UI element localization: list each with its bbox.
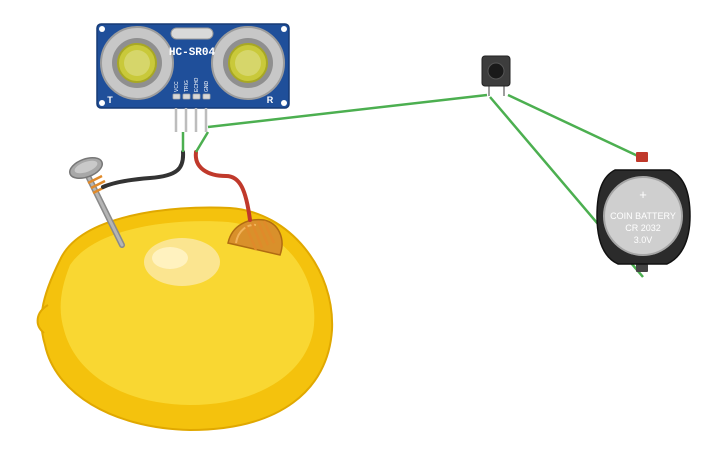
- pin-pad-trig[interactable]: [182, 93, 191, 100]
- pin-label-echo: ECHO: [194, 77, 200, 92]
- transducer-left: [100, 26, 174, 100]
- hc-sr04-sensor[interactable]: HC-SR04 T R VCC TRIG ECHO GND: [96, 23, 290, 132]
- pin-pad-vcc[interactable]: [172, 93, 181, 100]
- sensor-corner-right-label: R: [267, 95, 274, 105]
- green-wire-to-button[interactable]: [207, 93, 488, 129]
- pin-pad-gnd[interactable]: [202, 93, 211, 100]
- battery-label-line3: 3.0V: [634, 235, 653, 245]
- pin-label-gnd: GND: [204, 81, 210, 93]
- sensor-model-label: HC-SR04: [169, 47, 216, 59]
- coin-battery[interactable]: + COIN BATTERY CR 2032 3.0V: [596, 152, 691, 272]
- battery-plus-symbol: +: [639, 187, 647, 202]
- pin-label-trig: TRIG: [184, 80, 190, 92]
- green-wire-gnd[interactable]: [194, 131, 210, 153]
- lemon[interactable]: [36, 206, 334, 432]
- red-wire[interactable]: [193, 150, 252, 222]
- battery-cell: [603, 176, 683, 256]
- transducer-right: [211, 26, 285, 100]
- copper-electrode[interactable]: [227, 218, 283, 256]
- sensor-corner-left-label: T: [107, 95, 113, 105]
- battery-label-line1: COIN BATTERY: [610, 211, 676, 221]
- battery-terminal-negative[interactable]: [636, 264, 648, 272]
- pin-pad-echo[interactable]: [192, 93, 201, 100]
- pin-label-vcc: VCC: [174, 81, 180, 92]
- green-wire-button-battery-plus[interactable]: [507, 93, 643, 160]
- battery-terminal-positive[interactable]: [636, 152, 648, 162]
- push-button[interactable]: [481, 55, 511, 96]
- black-wire[interactable]: [101, 150, 186, 189]
- crystal-oscillator: [170, 27, 214, 40]
- battery-label-line2: CR 2032: [625, 223, 661, 233]
- zinc-nail[interactable]: [67, 154, 125, 248]
